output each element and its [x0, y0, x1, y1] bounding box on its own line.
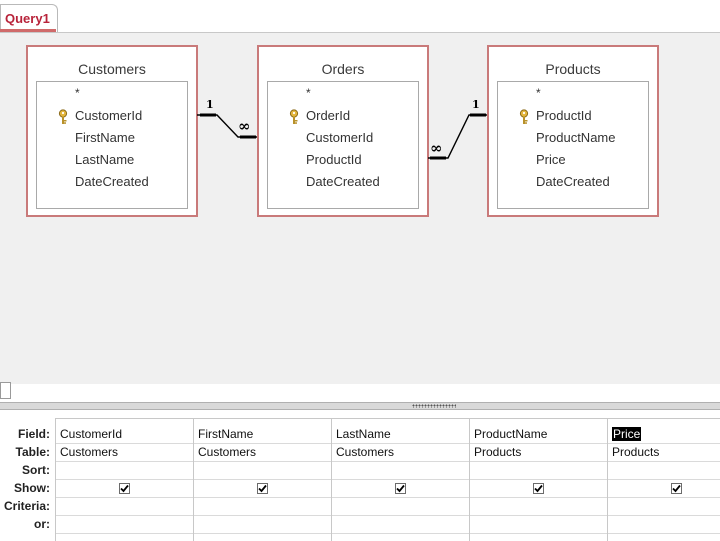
grid-line — [55, 515, 720, 516]
active-tab-indicator — [0, 29, 56, 32]
row-header-field: Field: — [18, 427, 50, 441]
row-header-criteria: Criteria: — [3, 499, 50, 513]
field-item[interactable]: ProductId — [536, 108, 592, 123]
field-item[interactable]: ProductName — [536, 130, 616, 145]
query-design-canvas[interactable]: Customers * CustomerId FirstName LastNam… — [0, 33, 720, 384]
table-box-customers[interactable]: Customers * CustomerId FirstName LastNam… — [26, 45, 198, 217]
grid-line — [55, 533, 720, 534]
field-list: * OrderId CustomerId ProductId DateCreat… — [267, 81, 419, 209]
grid-column-divider[interactable] — [469, 418, 470, 541]
field-cell[interactable]: ProductName — [474, 427, 548, 441]
field-cell[interactable]: CustomerId — [60, 427, 123, 441]
row-header-show: Show: — [14, 481, 50, 495]
key-icon — [58, 109, 68, 124]
grid-line — [55, 497, 720, 498]
row-header-sort: Sort: — [22, 463, 50, 477]
tab-label: Query1 — [5, 11, 50, 26]
field-item[interactable]: CustomerId — [306, 130, 374, 145]
field-all[interactable]: * — [536, 86, 541, 100]
field-item[interactable]: Price — [536, 152, 566, 167]
query-design-grid: Field: Table: Sort: Show: Criteria: or: … — [0, 410, 720, 541]
field-item[interactable]: DateCreated — [536, 174, 610, 189]
table-cell[interactable]: Products — [612, 445, 660, 459]
grid-column-divider[interactable] — [331, 418, 332, 541]
field-cell-selected[interactable]: Price — [612, 427, 642, 441]
checkbox-checked-icon[interactable] — [257, 483, 268, 494]
field-item[interactable]: ProductId — [306, 152, 362, 167]
table-cell[interactable]: Customers — [60, 445, 119, 459]
table-cell[interactable]: Products — [474, 445, 522, 459]
field-all[interactable]: * — [306, 86, 311, 100]
checkbox-checked-icon[interactable] — [395, 483, 406, 494]
field-item[interactable]: DateCreated — [306, 174, 380, 189]
relationship-line-customers-orders[interactable] — [0, 0, 720, 260]
table-box-products[interactable]: Products * ProductId ProductName Price D… — [487, 45, 659, 217]
pane-splitter[interactable] — [0, 402, 720, 410]
splitter-grip-icon[interactable] — [412, 404, 456, 408]
field-item[interactable]: FirstName — [75, 130, 135, 145]
document-tab-bar: Query1 — [0, 0, 720, 33]
field-item[interactable]: CustomerId — [75, 108, 143, 123]
table-title: Products — [545, 61, 601, 77]
checkbox-checked-icon[interactable] — [533, 483, 544, 494]
grid-line — [55, 461, 720, 462]
table-box-orders[interactable]: Orders * OrderId CustomerId ProductId Da… — [257, 45, 429, 217]
key-icon — [519, 109, 529, 124]
key-icon — [289, 109, 299, 124]
field-item[interactable]: OrderId — [306, 108, 351, 123]
row-header-table: Table: — [15, 445, 50, 459]
table-title: Orders — [321, 61, 365, 77]
field-cell[interactable]: FirstName — [198, 427, 254, 441]
field-item[interactable]: LastName — [75, 152, 135, 167]
checkbox-checked-icon[interactable] — [119, 483, 130, 494]
selected-field-text[interactable]: Price — [612, 427, 642, 441]
grid-line — [55, 443, 720, 444]
table-cell[interactable]: Customers — [198, 445, 257, 459]
field-list: * CustomerId FirstName LastName DateCrea… — [36, 81, 188, 209]
table-cell[interactable]: Customers — [336, 445, 395, 459]
checkbox-checked-icon[interactable] — [671, 483, 682, 494]
row-header-or: or: — [34, 517, 50, 531]
grid-column-divider — [55, 418, 56, 541]
relationship-many-label: ∞ — [238, 117, 251, 135]
relationship-many-label: ∞ — [430, 139, 443, 157]
grid-line — [55, 418, 720, 419]
relationship-one-label: 1 — [472, 98, 480, 111]
field-item[interactable]: DateCreated — [75, 174, 149, 189]
tab-query1[interactable]: Query1 — [0, 4, 58, 32]
field-all[interactable]: * — [75, 86, 80, 100]
relationship-line-orders-products[interactable] — [0, 0, 720, 260]
grid-column-divider[interactable] — [607, 418, 608, 541]
grid-line — [55, 479, 720, 480]
table-title: Customers — [78, 61, 146, 77]
field-list: * ProductId ProductName Price DateCreate… — [497, 81, 649, 209]
relationship-one-label: 1 — [206, 98, 214, 111]
field-cell[interactable]: LastName — [336, 427, 391, 441]
grid-column-divider[interactable] — [193, 418, 194, 541]
canvas-scroll-box[interactable] — [0, 382, 11, 399]
